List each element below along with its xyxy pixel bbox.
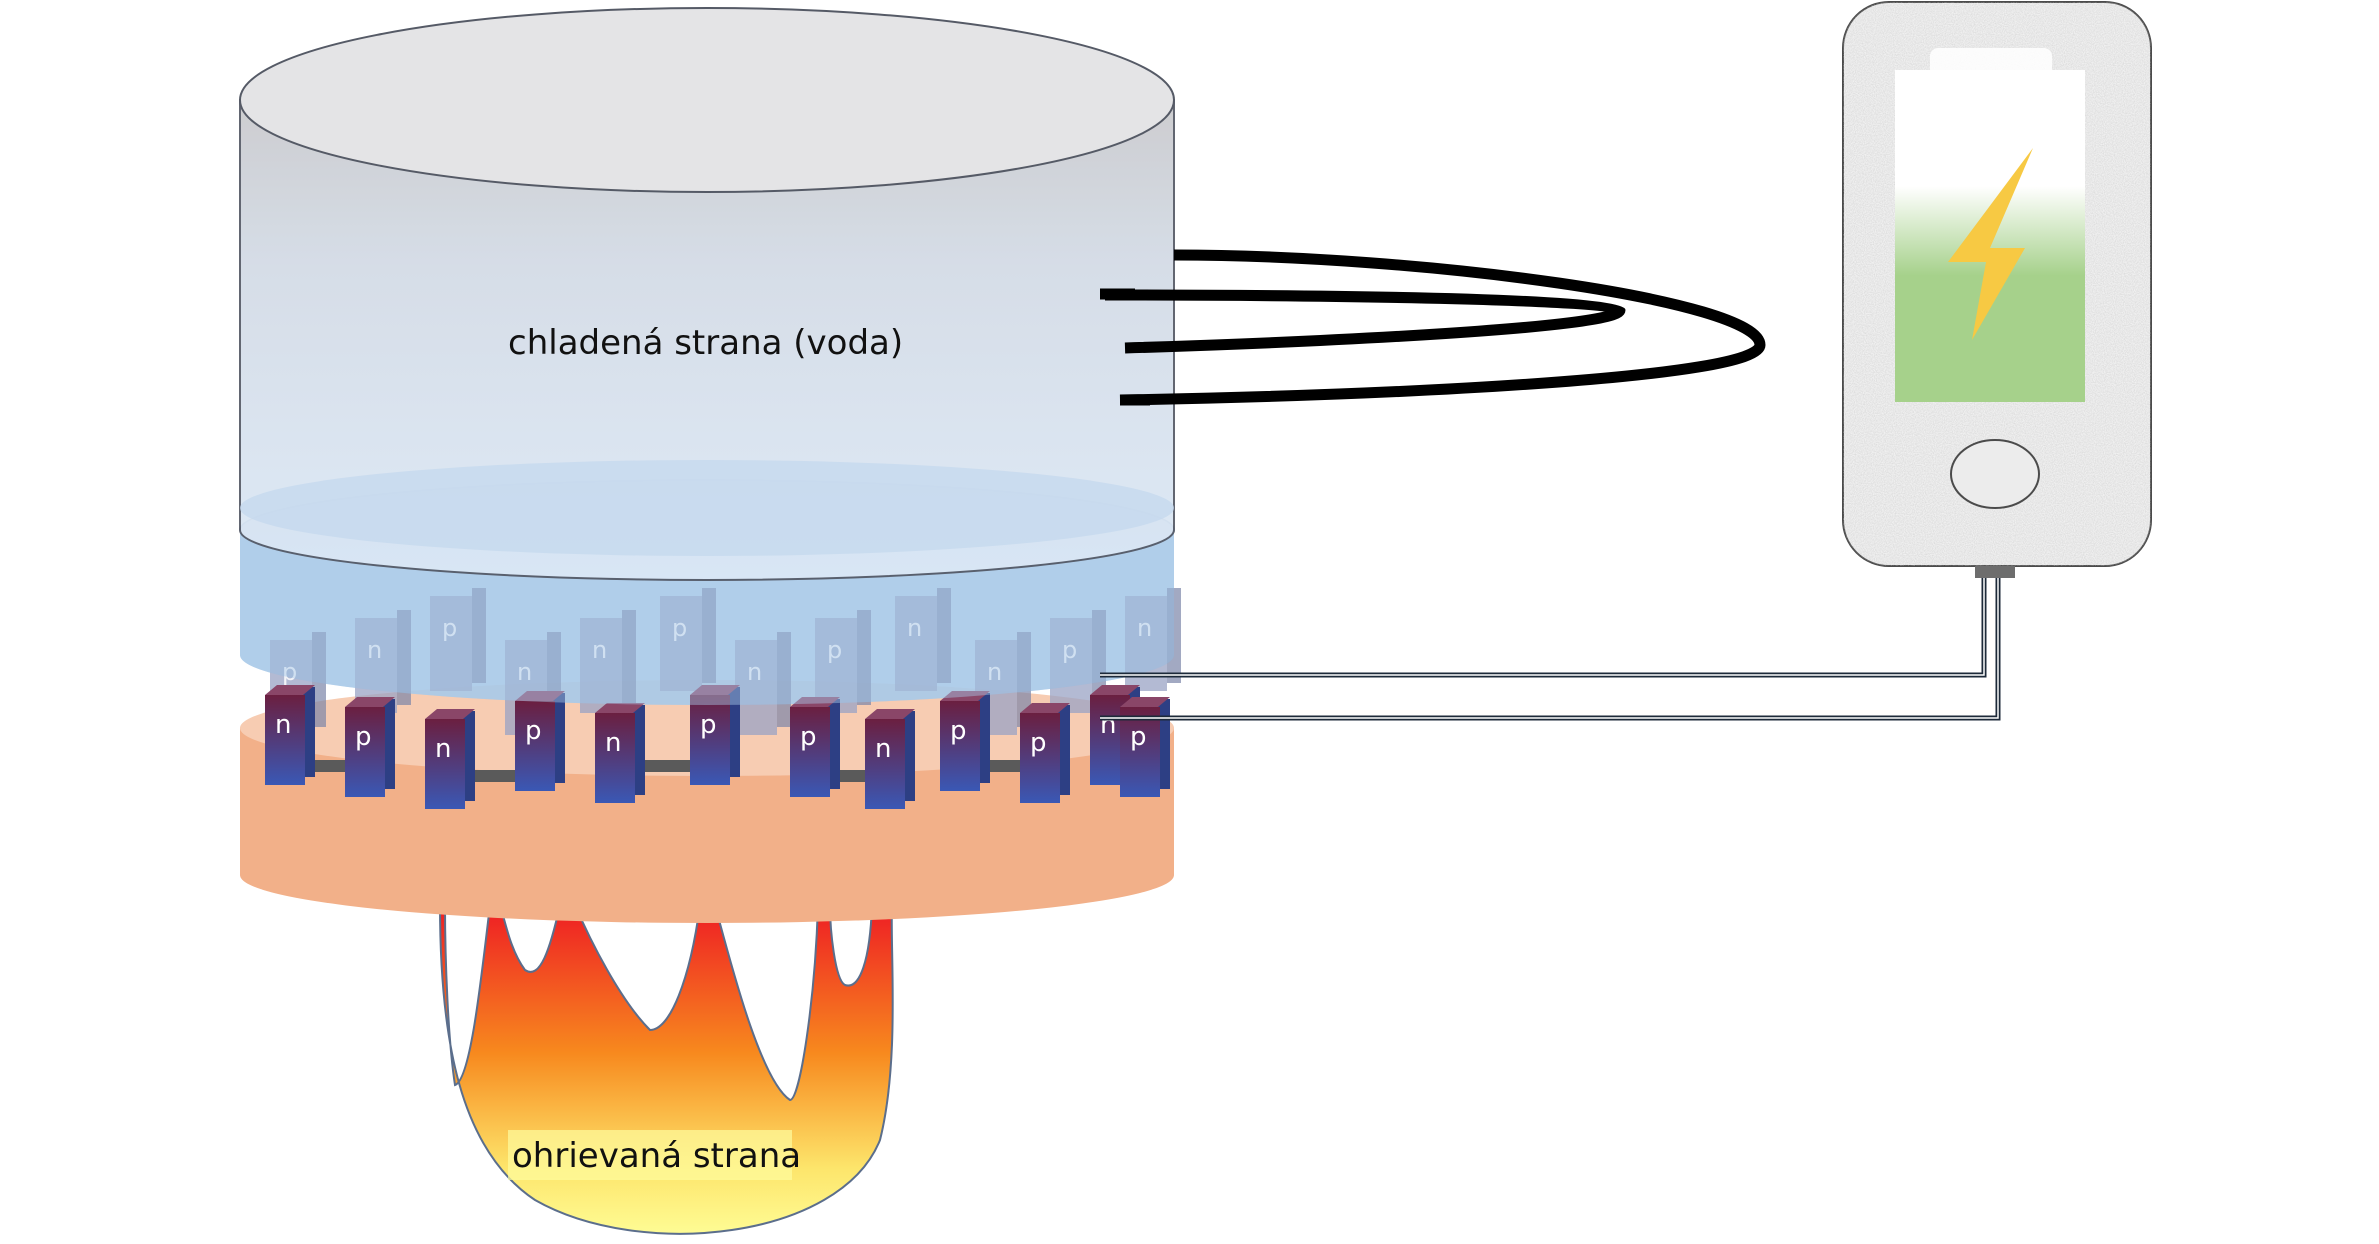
- thermo-leg-p: [690, 695, 730, 785]
- thermo-leg-p: [1020, 713, 1060, 803]
- thermo-leg-label: n: [605, 728, 621, 758]
- thermo-leg-top: [940, 691, 990, 701]
- thermo-leg-label: p: [1130, 722, 1147, 752]
- thermo-leg-side: [1158, 699, 1170, 789]
- thermo-leg-side: [728, 687, 740, 777]
- thermo-leg-back-side: [312, 632, 326, 727]
- thermo-leg-back-side: [1167, 588, 1181, 683]
- thermo-leg-side: [383, 699, 395, 789]
- thermo-leg-back-label: n: [907, 614, 922, 642]
- thermo-leg-back-side: [1092, 610, 1106, 705]
- hot-side-label-box: ohrievaná strana: [508, 1130, 801, 1180]
- thermo-leg-top: [345, 697, 395, 707]
- thermo-leg-label: p: [800, 722, 817, 752]
- thermo-leg-top: [1120, 697, 1170, 707]
- thermo-leg-back: [895, 596, 937, 691]
- battery-charging-icon: [1895, 48, 2085, 402]
- lightning-bolt-icon: [1948, 148, 2033, 340]
- thermo-leg-back: [735, 640, 777, 735]
- thermo-leg-p: [515, 701, 555, 791]
- thermo-leg-back-label: p: [827, 636, 842, 664]
- thermo-leg-back-label: n: [1137, 614, 1152, 642]
- thermo-leg-top: [265, 685, 315, 695]
- thermo-leg-n: [265, 695, 305, 785]
- thermo-leg-top: [515, 691, 565, 701]
- thermo-leg-side: [553, 693, 565, 783]
- thermo-leg-back: [660, 596, 702, 691]
- thermo-leg-top: [690, 685, 740, 695]
- thermo-leg-side: [978, 693, 990, 783]
- thermo-leg-top: [1020, 703, 1070, 713]
- thermo-leg-side: [1058, 705, 1070, 795]
- thermo-leg-label: n: [1100, 710, 1116, 740]
- smartphone-icon: [1842, 1, 2152, 578]
- thermo-leg-label: n: [275, 710, 291, 740]
- thermo-leg-back-side: [397, 610, 411, 705]
- thermo-leg-p: [345, 707, 385, 797]
- thermo-leg-label: p: [950, 716, 967, 746]
- thermo-leg-side: [633, 705, 645, 795]
- home-button: [1950, 439, 2040, 509]
- thermo-leg-back-label: n: [367, 636, 382, 664]
- thermo-leg-label: p: [1030, 728, 1047, 758]
- thermo-leg-back: [430, 596, 472, 691]
- power-cable-highlight: [1100, 570, 1999, 719]
- cold-side-label: chladená strana (voda): [508, 323, 903, 363]
- thermo-leg-back-side: [937, 588, 951, 683]
- thermo-leg-p: [790, 707, 830, 797]
- power-cable: [1100, 570, 2001, 721]
- thermo-leg-back: [1050, 618, 1092, 713]
- thermo-leg-label: n: [875, 734, 891, 764]
- thermo-leg-side: [463, 711, 475, 801]
- thermo-leg-p: [1120, 707, 1160, 797]
- thermo-leg-top: [1090, 685, 1140, 695]
- thermo-leg-back-side: [702, 588, 716, 683]
- thermo-leg-n: [425, 719, 465, 809]
- wire-coil: [1100, 249, 1766, 406]
- thermo-leg-back-label: p: [672, 614, 687, 642]
- thermo-leg-label: p: [355, 722, 372, 752]
- thermo-leg-back-side: [777, 632, 791, 727]
- thermo-leg-back: [580, 618, 622, 713]
- thermo-leg-back-side: [857, 610, 871, 705]
- thermo-leg-p: [940, 701, 980, 791]
- thermo-leg-label: n: [435, 734, 451, 764]
- thermo-leg-top: [425, 709, 475, 719]
- hot-side-label: ohrievaná strana: [512, 1136, 801, 1176]
- thermo-leg-top: [865, 709, 915, 719]
- thermo-leg-label: p: [525, 716, 542, 746]
- thermo-leg-back-label: p: [282, 658, 297, 686]
- thermo-leg-top: [595, 703, 645, 713]
- thermo-leg-back-label: n: [592, 636, 607, 664]
- flame-icon: [438, 904, 894, 1235]
- thermo-leg-n: [865, 719, 905, 809]
- thermo-leg-back-label: n: [747, 658, 762, 686]
- thermo-leg-back-side: [622, 610, 636, 705]
- thermo-leg-back-label: n: [517, 658, 532, 686]
- thermo-leg-back-label: p: [1062, 636, 1077, 664]
- thermo-leg-side: [303, 687, 315, 777]
- thermo-leg-back-label: p: [442, 614, 457, 642]
- water-pot: [239, 7, 1175, 581]
- thermo-leg-side: [903, 711, 915, 801]
- thermo-leg-side: [828, 699, 840, 789]
- thermo-leg-n: [595, 713, 635, 803]
- thermo-leg-label: p: [700, 710, 717, 740]
- thermo-leg-back-side: [1017, 632, 1031, 727]
- thermo-leg-top: [790, 697, 840, 707]
- thermo-leg-back-label: n: [987, 658, 1002, 686]
- thermo-leg-back-side: [472, 588, 486, 683]
